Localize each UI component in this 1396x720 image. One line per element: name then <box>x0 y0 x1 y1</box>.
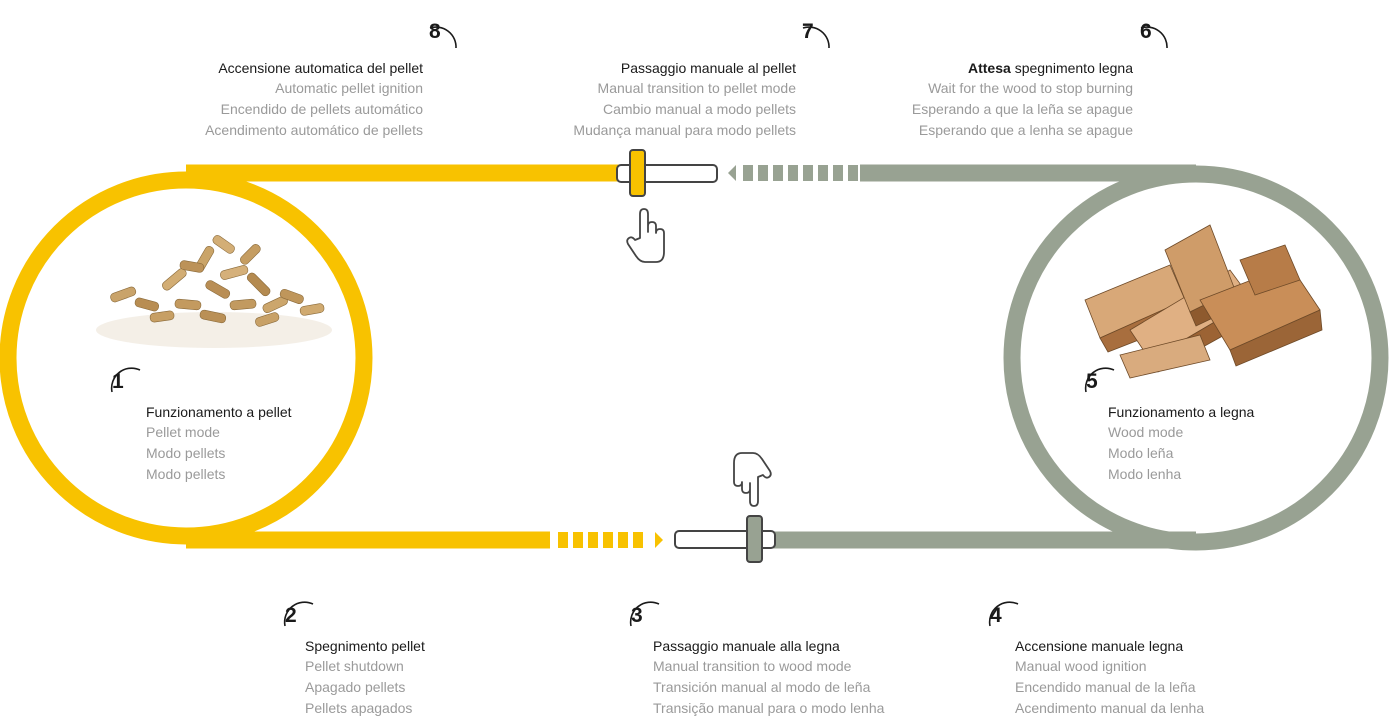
step-title: Passaggio manuale al pellet <box>620 60 796 76</box>
step-number-4: 4 <box>990 604 1002 627</box>
step-5-wood-mode: Funzionamento a legna Wood mode Modo leñ… <box>1108 402 1254 485</box>
step-title: Accensione automatica del pellet <box>218 60 423 76</box>
bottom-mode-switch <box>674 515 776 563</box>
firewood-logs-image <box>1084 224 1323 379</box>
step-number-1: 1 <box>112 370 124 393</box>
pellet-to-wood-arrow <box>558 532 663 548</box>
step-line-es: Transición manual al modo de leña <box>653 679 871 695</box>
step-line-en: Wait for the wood to stop burning <box>928 80 1133 96</box>
step-line-en: Automatic pellet ignition <box>275 80 423 96</box>
step-title-rest: spegnimento legna <box>1014 60 1133 76</box>
step-title: Accensione manuale legna <box>1015 638 1184 654</box>
step-title: Funzionamento a legna <box>1108 404 1255 420</box>
pellet-loop <box>0 164 625 549</box>
step-line-en: Manual transition to pellet mode <box>597 80 796 96</box>
pointing-hand-down-icon <box>733 452 772 507</box>
step-line-es: Apagado pellets <box>305 679 406 695</box>
step-line-en: Pellet shutdown <box>305 658 404 674</box>
step-number-6: 6 <box>1140 20 1152 43</box>
step-line-pt: Acendimento automático de pellets <box>205 122 423 138</box>
step-line-en: Manual transition to wood mode <box>653 658 852 674</box>
step-title: Spegnimento pellet <box>305 638 425 654</box>
wood-pellets-image <box>96 235 332 348</box>
step-line-es: Modo leña <box>1108 445 1174 461</box>
step-number-3: 3 <box>631 604 643 627</box>
step-line-pt: Modo pellets <box>146 466 226 482</box>
step-line-es: Encendido manual de la leña <box>1015 679 1196 695</box>
step-7-manual-to-pellet: Passaggio manuale al pellet Manual trans… <box>573 58 796 141</box>
step-8-auto-pellet-ignition: Accensione automatica del pellet Automat… <box>205 58 423 141</box>
step-line-pt: Esperando que a lenha se apague <box>918 122 1133 138</box>
step-title: Passaggio manuale alla legna <box>653 638 840 654</box>
wood-loop <box>773 164 1389 551</box>
wood-to-pellet-arrow <box>728 165 858 181</box>
step-line-en: Wood mode <box>1108 424 1184 440</box>
step-line-es: Cambio manual a modo pellets <box>603 101 796 117</box>
step-line-pt: Mudança manual para modo pellets <box>573 122 796 138</box>
step-2-pellet-shutdown: Spegnimento pellet Pellet shutdown Apaga… <box>305 636 425 719</box>
step-title: Attesa spegnimento legna <box>912 58 1133 78</box>
step-1-pellet-mode: Funzionamento a pellet Pellet mode Modo … <box>146 402 292 485</box>
step-line-pt: Acendimento manual da lenha <box>1015 700 1205 716</box>
step-line-pt: Pellets apagados <box>305 700 413 716</box>
step-line-es: Esperando a que la leña se apague <box>911 101 1133 117</box>
step-line-pt: Transição manual para o modo lenha <box>653 700 885 716</box>
top-mode-switch <box>616 149 718 197</box>
step-4-wood-ignition: Accensione manuale legna Manual wood ign… <box>1015 636 1204 719</box>
step-6-wait-wood-off: Attesa spegnimento legna Wait for the wo… <box>912 58 1133 141</box>
step-line-es: Modo pellets <box>146 445 226 461</box>
step-number-8: 8 <box>429 20 441 43</box>
step-title: Funzionamento a pellet <box>146 404 292 420</box>
pointing-hand-up-icon <box>626 208 665 263</box>
step-line-pt: Modo lenha <box>1108 466 1182 482</box>
step-title-bold: Attesa <box>968 60 1011 76</box>
step-number-2: 2 <box>285 604 297 627</box>
step-3-manual-to-wood: Passaggio manuale alla legna Manual tran… <box>653 636 884 719</box>
step-number-7: 7 <box>802 20 814 43</box>
step-number-5: 5 <box>1086 370 1098 393</box>
step-line-es: Encendido de pellets automático <box>220 101 423 117</box>
step-line-en: Pellet mode <box>146 424 220 440</box>
step-line-en: Manual wood ignition <box>1015 658 1147 674</box>
